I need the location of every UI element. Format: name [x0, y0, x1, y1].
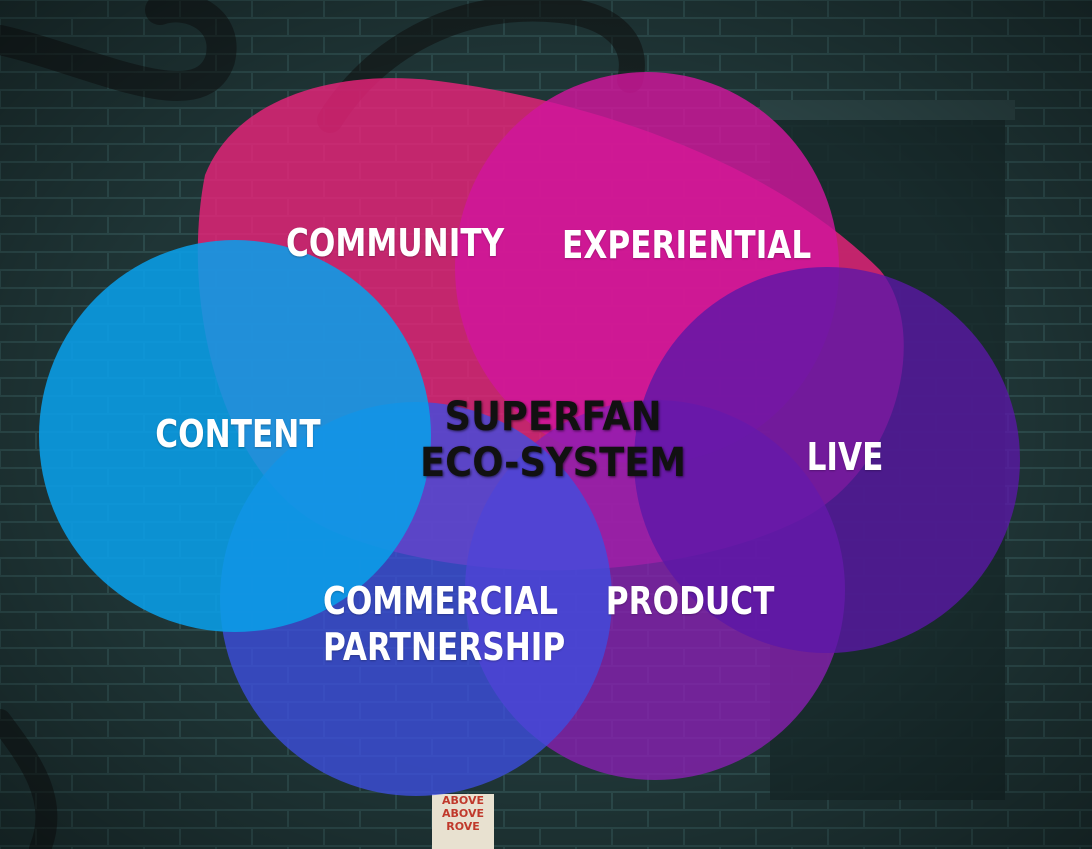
poster-line: ROVE	[446, 820, 480, 833]
product-label: PRODUCT	[605, 579, 775, 623]
community-label: COMMUNITY	[286, 221, 505, 265]
center-title: SUPERFAN ECO-SYSTEM	[410, 394, 695, 486]
content-circle	[39, 240, 431, 632]
live-label: LIVE	[806, 435, 884, 479]
street-poster: ABOVE ABOVE ROVE	[432, 794, 494, 849]
poster-line: ABOVE	[442, 794, 484, 807]
content-label: CONTENT	[155, 412, 321, 456]
poster-line: ABOVE	[442, 807, 484, 820]
commercial-partnership-label: COMMERCIAL PARTNERSHIP	[322, 579, 566, 669]
center-title-line-1: SUPERFAN	[444, 394, 662, 440]
experiential-label: EXPERIENTIAL	[562, 223, 812, 267]
live-circle	[634, 267, 1020, 653]
center-title-line-2: ECO-SYSTEM	[420, 440, 686, 486]
